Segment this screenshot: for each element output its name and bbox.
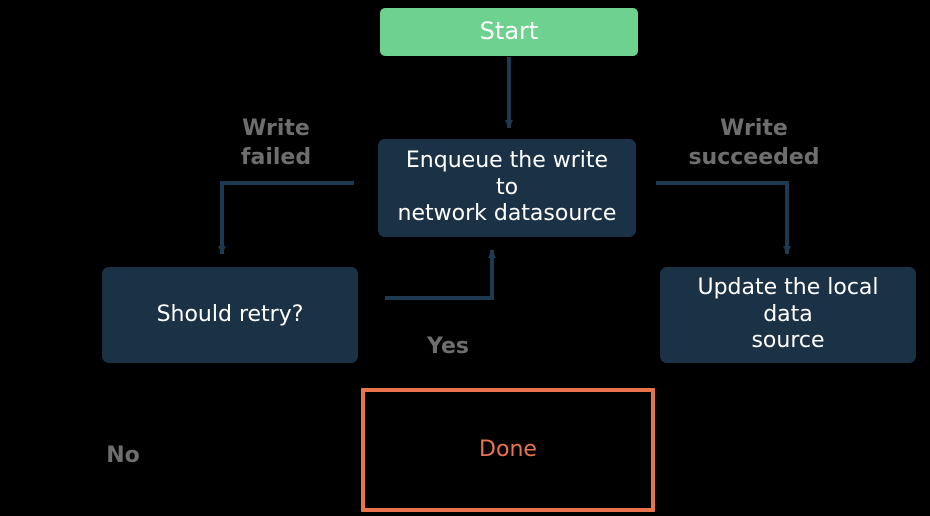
node-should-retry[interactable]: Should retry? [102,267,358,363]
node-start[interactable]: Start [380,8,638,56]
node-start-label: Start [479,17,539,46]
edge-label-write-succeeded: Write succeeded [688,116,820,170]
node-enqueue-write[interactable]: Enqueue the write to network datasource [378,139,636,237]
node-update-local-data-source-label: Update the local data source [697,274,879,354]
edge-label-yes: Yes [427,334,469,359]
connector-enqueue-to-update-local [656,181,791,255]
node-should-retry-label: Should retry? [156,301,304,327]
node-enqueue-write-label: Enqueue the write to network datasource [397,147,617,227]
node-update-local-data-source[interactable]: Update the local data source [660,267,916,363]
connector-enqueue-to-should-retry [218,181,354,255]
edge-label-write-failed: Write failed [240,116,312,170]
connector-retry-yes-to-enqueue [385,249,496,300]
edge-label-no: No [106,443,140,468]
node-done[interactable]: Done [361,388,655,512]
node-done-label: Done [479,436,537,462]
